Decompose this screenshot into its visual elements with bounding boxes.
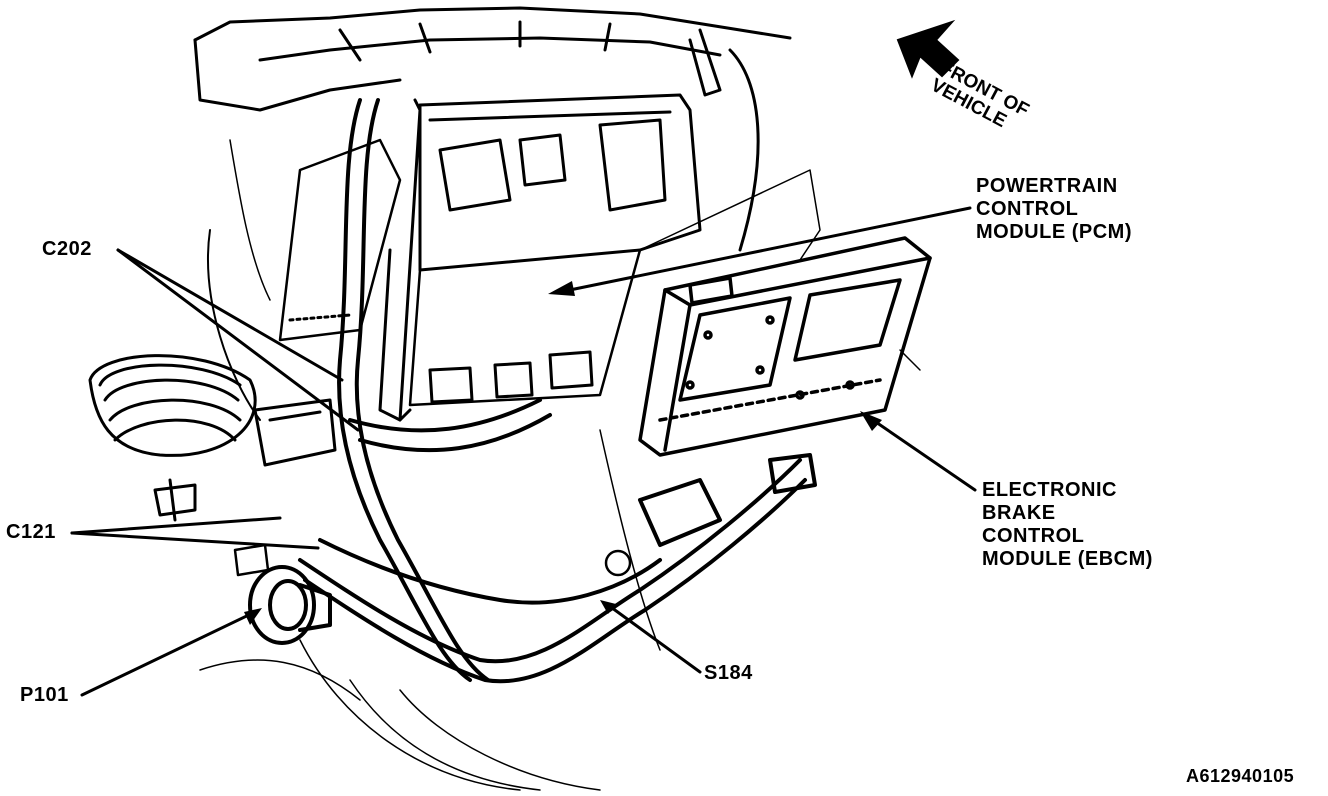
ebcm-label: ELECTRONIC BRAKE CONTROL MODULE (EBCM) (982, 479, 1153, 571)
p101-leader (80, 610, 257, 697)
ebcm-label-line-4: MODULE (EBCM) (982, 548, 1153, 570)
arrowheads (244, 281, 882, 625)
p101-connector (233, 543, 632, 645)
pcm-label-line-3: MODULE (PCM) (976, 221, 1132, 243)
ebcm-label-line-1: ELECTRONIC (982, 479, 1117, 501)
coiled-harness (88, 354, 337, 522)
ebcm-module (638, 236, 932, 457)
c121-label: C121 (6, 521, 56, 543)
figure-id: A612940105 (1186, 766, 1295, 786)
dashboard-outline (193, 6, 792, 421)
pcm-label-line-2: CONTROL (976, 198, 1079, 220)
pcm-label: POWERTRAIN CONTROL MODULE (PCM) (976, 175, 1132, 244)
leader-lines (70, 206, 977, 697)
c121-leader-b (70, 531, 320, 550)
floor-contours (199, 429, 661, 791)
ebcm-label-line-2: BRAKE (982, 502, 1056, 524)
pcm-bracket (378, 93, 821, 422)
s184-leader (606, 603, 702, 674)
pcm-arrowhead (548, 281, 575, 296)
c202-label: C202 (42, 238, 92, 260)
pcm-leader (558, 206, 972, 294)
front-arrow-icon (896, 19, 960, 79)
c121-leader-a (70, 516, 282, 535)
p101-label: P101 (20, 684, 69, 706)
c202-leader-b (116, 248, 360, 432)
ebcm-leader (868, 416, 977, 492)
pcm-label-line-1: POWERTRAIN (976, 175, 1118, 197)
p101-arrowhead (244, 608, 262, 625)
s184-label: S184 (704, 662, 753, 684)
wiring-harness (298, 98, 817, 684)
ebcm-label-line-3: CONTROL (982, 525, 1085, 547)
s184-arrowhead (600, 600, 616, 614)
ebcm-arrowhead (860, 411, 882, 431)
c202-leader-a (116, 248, 344, 382)
